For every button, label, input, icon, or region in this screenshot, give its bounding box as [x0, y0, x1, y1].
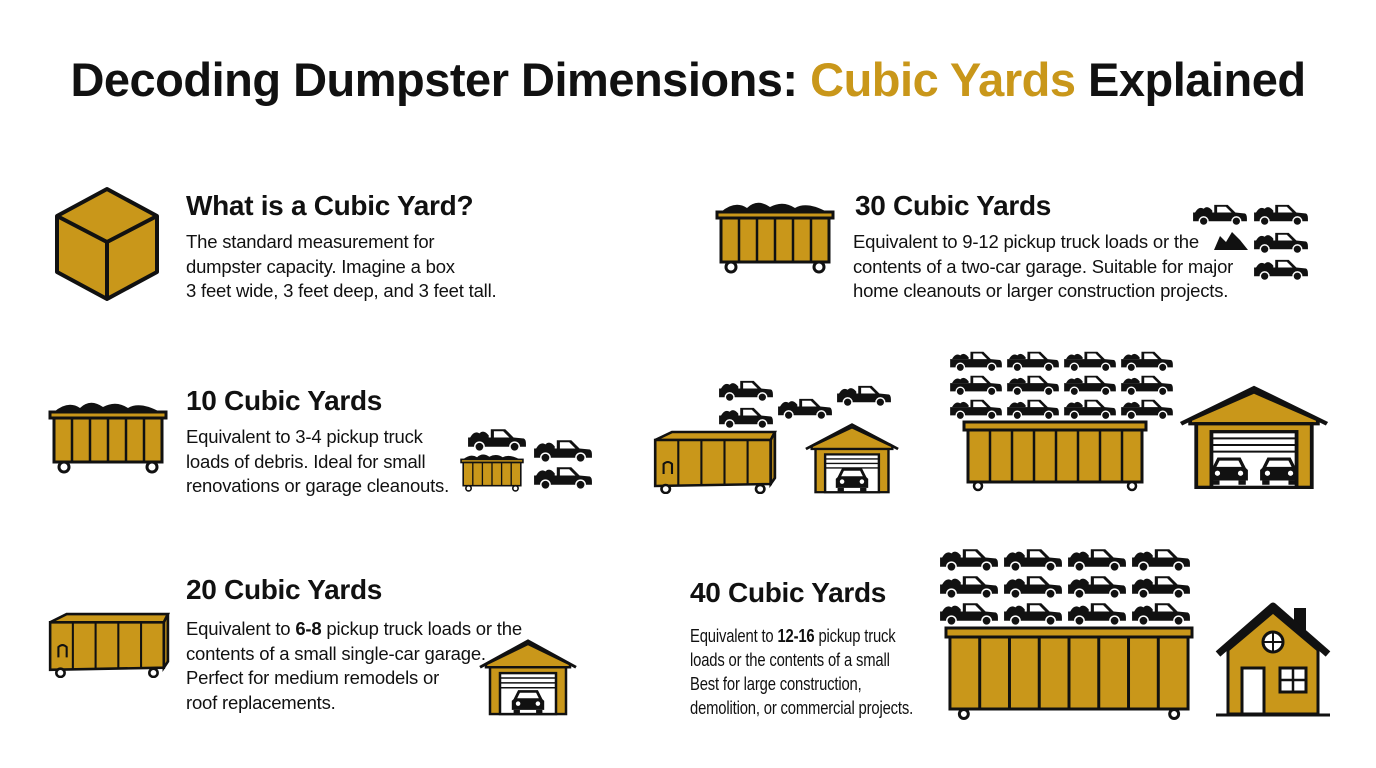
title-text: Decoding Dumpster Dimensions: [70, 53, 811, 106]
pickup-truck-icon [948, 372, 1004, 396]
body-line: roof replacements. [186, 691, 336, 713]
pickup-truck-icon [1130, 545, 1192, 572]
house-icon [1215, 602, 1331, 717]
page-title: Decoding Dumpster Dimensions: Cubic Yard… [0, 52, 1376, 107]
body-line: 3 feet wide, 3 feet deep, and 3 feet tal… [186, 280, 497, 301]
car-icon [834, 464, 870, 492]
forty-body: Equivalent to 12-16 pickup truck loads o… [690, 624, 913, 720]
twenty-body: Equivalent to 6-8 pickup truck loads or … [186, 617, 522, 715]
pickup-truck-icon [1005, 396, 1061, 420]
truck-count: 6-8 [295, 618, 322, 639]
what-body: The standard measurement for dumpster ca… [186, 230, 497, 304]
pickup-truck-icon [938, 572, 1000, 599]
text: Equivalent to [690, 625, 778, 646]
car-icon [1208, 452, 1250, 486]
pickup-truck-icon [1062, 396, 1118, 420]
car-icon [510, 686, 546, 714]
pickup-truck-icon [1066, 545, 1128, 572]
pickup-truck-icon [717, 404, 775, 429]
pickup-truck-icon [1002, 599, 1064, 626]
truck-count: 12-16 [777, 625, 815, 646]
body-line: dumpster capacity. Imagine a box [186, 255, 455, 277]
pickup-truck-icon [717, 377, 775, 402]
dumpster-30-icon [715, 198, 835, 274]
pickup-truck-icon [1130, 599, 1192, 626]
pickup-truck-icon [938, 599, 1000, 626]
text: pickup truck [814, 625, 896, 646]
dumpster-10-icon [48, 398, 168, 474]
body-line: Equivalent to 12-16 pickup truck [690, 624, 913, 648]
pickup-truck-icon [776, 395, 834, 420]
body-line: contents of a two-car garage. Suitable f… [853, 255, 1234, 277]
body-line: contents of a small single-car garage. [186, 642, 486, 664]
body-line: loads of debris. Ideal for small [186, 450, 426, 472]
debris-icon [1214, 232, 1248, 250]
pickup-truck-icon [1002, 545, 1064, 572]
pickup-truck-icon [1062, 372, 1118, 396]
pickup-truck-icon [1119, 372, 1175, 396]
pickup-truck-icon [1191, 201, 1249, 226]
cube-icon [55, 187, 159, 301]
pickup-truck-icon [938, 545, 1000, 572]
ten-heading: 10 Cubic Yards [186, 385, 383, 416]
pickup-truck-icon [1066, 572, 1128, 599]
body-line: home cleanouts or larger construction pr… [853, 280, 1229, 301]
pickup-truck-icon [1062, 348, 1118, 372]
pickup-truck-icon [532, 436, 594, 463]
pickup-truck-icon [948, 348, 1004, 372]
pickup-truck-icon [948, 396, 1004, 420]
pickup-truck-icon [1119, 396, 1175, 420]
text: pickup truck loads or the [321, 618, 522, 639]
body-line: renovations or garage cleanouts. [186, 475, 450, 496]
car-icon [1258, 452, 1300, 486]
pickup-truck-icon [1252, 201, 1310, 226]
pickup-truck-icon [1005, 348, 1061, 372]
pickup-truck-icon [532, 463, 594, 490]
large-dumpster-icon [962, 420, 1148, 492]
what-heading: What is a Cubic Yard? [186, 190, 474, 221]
pickup-truck-icon [1005, 372, 1061, 396]
body-line: Best for large construction, [690, 673, 862, 694]
dumpster-20-icon [46, 612, 170, 678]
ten-body: Equivalent to 3-4 pickup truck loads of … [186, 425, 449, 499]
dumpster-40-icon [944, 626, 1194, 720]
body-line: Equivalent to 9-12 pickup truck loads or… [853, 231, 1199, 252]
roll-off-dumpster-icon [651, 430, 777, 494]
thirty-body: Equivalent to 9-12 pickup truck loads or… [853, 230, 1233, 304]
title-text-end: Explained [1075, 53, 1306, 106]
pickup-truck-icon [1252, 229, 1310, 254]
body-line: loads or the contents of a small [690, 649, 890, 670]
body-line: The standard measurement for [186, 231, 435, 252]
thirty-heading: 30 Cubic Yards [855, 190, 1052, 221]
twenty-heading: 20 Cubic Yards [186, 574, 383, 605]
pickup-truck-icon [1002, 572, 1064, 599]
small-dumpster-icon [460, 452, 524, 492]
title-accent: Cubic Yards [810, 53, 1076, 106]
body-line: demolition, or commercial projects. [690, 697, 914, 718]
text: Equivalent to [186, 618, 296, 639]
pickup-truck-icon [466, 425, 528, 452]
pickup-truck-icon [1066, 599, 1128, 626]
body-line: Equivalent to 3-4 pickup truck [186, 426, 423, 447]
body-line: Perfect for medium remodels or [186, 667, 440, 688]
pickup-truck-icon [1252, 256, 1310, 281]
pickup-truck-icon [835, 382, 893, 407]
pickup-truck-icon [1130, 572, 1192, 599]
pickup-truck-icon [1119, 348, 1175, 372]
forty-heading: 40 Cubic Yards [690, 577, 887, 608]
two-car-garage-icon [1178, 384, 1330, 490]
body-line: Equivalent to 6-8 pickup truck loads or … [186, 617, 522, 642]
